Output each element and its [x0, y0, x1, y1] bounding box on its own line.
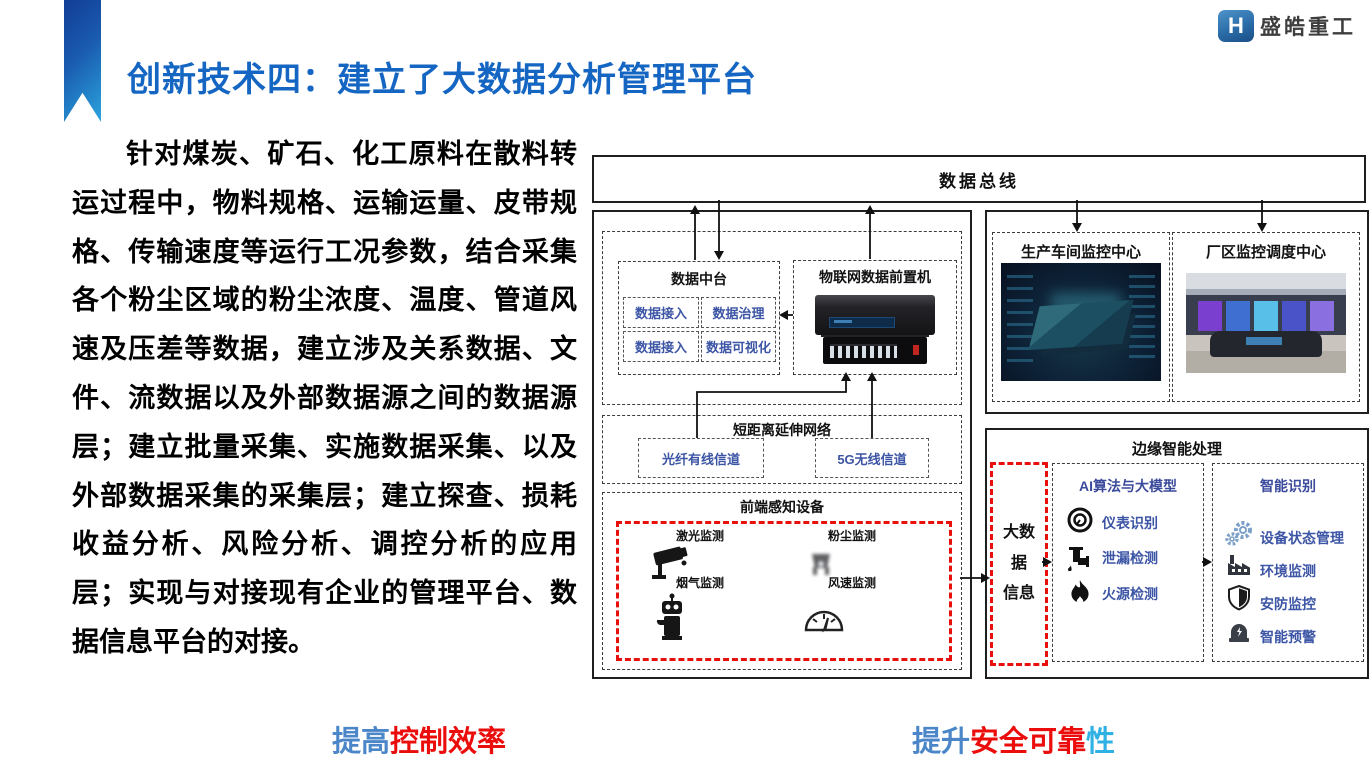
edge-processing-title: 边缘智能处理: [1131, 441, 1222, 458]
pipe-leak-icon: [1066, 543, 1092, 572]
short-range-network-title: 短距离延伸网络: [733, 422, 831, 438]
factory-icon: [1226, 552, 1252, 578]
flame-icon: [1067, 579, 1093, 609]
company-logo: H 盛皓重工: [1218, 10, 1356, 42]
sensor-label-windspeed: 风速监测: [827, 576, 876, 590]
channel-5g-wireless: 5G无线信道: [815, 438, 929, 478]
screen: [1282, 301, 1306, 331]
data-bus-label: 数据总线: [939, 171, 1019, 191]
channel-fiber-wired: 光纤有线信道: [638, 438, 764, 478]
footer-right-suffix: 性: [1086, 726, 1116, 758]
siren-icon: [1227, 617, 1251, 645]
smart-item-equipment: 设备状态管理: [1260, 530, 1344, 546]
plant-dispatch-box: 厂区监控调度中心: [1172, 232, 1360, 402]
logo-monogram-icon: H: [1218, 10, 1254, 42]
data-middle-platform-title: 数据中台: [671, 271, 727, 287]
data-middle-platform-box: 数据中台: [618, 261, 780, 375]
gears-icon: [1224, 518, 1254, 548]
iot-gateway-title: 物联网数据前置机: [819, 269, 931, 285]
footer-right-prefix: 提升: [912, 726, 971, 758]
ai-item-fire: 火源检测: [1102, 586, 1158, 602]
production-monitoring-image: [1001, 263, 1161, 381]
cell-data-governance: 数据治理: [701, 297, 776, 328]
screen: [1254, 301, 1278, 331]
sensor-label-laser: 激光监测: [675, 529, 724, 543]
server-switch-unit: [823, 337, 927, 364]
footer-caption-right: 提升安全可靠性: [912, 718, 1115, 760]
server-display-strip: [829, 317, 895, 328]
hud-panel-right: [1129, 275, 1155, 365]
sensor-label-dust: 粉尘监测: [827, 529, 876, 543]
ai-algorithm-box: AI算法与大模型: [1052, 463, 1204, 662]
corner-ribbon: [64, 0, 101, 122]
cell-data-access-2: 数据接入: [623, 331, 699, 362]
production-monitoring-box: 生产车间监控中心: [992, 232, 1170, 402]
iot-gateway-box: 物联网数据前置机: [793, 260, 957, 375]
sensor-red-zone: [616, 521, 952, 661]
control-room-screens: [1190, 301, 1342, 331]
control-room-desk: [1210, 331, 1322, 357]
logo-company-name: 盛皓重工: [1260, 16, 1356, 39]
ai-item-meter: 仪表识别: [1102, 515, 1158, 531]
plant-dispatch-image: [1186, 273, 1346, 373]
wind-gauge-icon: [800, 594, 848, 636]
big-data-info-label: 大数 据 信息: [1002, 524, 1035, 603]
footer-caption-left: 提高控制效率: [332, 718, 506, 760]
footer-right-highlight: 安全可靠: [970, 726, 1087, 758]
ai-algorithm-title: AI算法与大模型: [1079, 478, 1177, 494]
server-top-unit: [815, 295, 935, 335]
smart-item-environment: 环境监测: [1260, 563, 1316, 579]
production-monitoring-label: 生产车间监控中心: [1020, 244, 1141, 261]
cell-data-visualization: 数据可视化: [701, 331, 776, 362]
description-paragraph: 针对煤炭、矿石、化工原料在散料转运过程中，物料规格、运输运量、皮带规格、传输速度…: [72, 139, 577, 657]
frontend-sensing-title: 前端感知设备: [740, 499, 824, 515]
footer-left-prefix: 提高: [332, 726, 391, 758]
shield-icon: [1227, 584, 1251, 613]
screen: [1226, 301, 1250, 331]
big-data-info-box: 大数 据 信息: [990, 462, 1048, 666]
ai-item-leak: 泄漏检测: [1102, 550, 1158, 566]
cell-data-access-1: 数据接入: [623, 297, 699, 328]
smoke-robot-icon: [651, 592, 693, 644]
page-title: 创新技术四：建立了大数据分析管理平台: [127, 61, 757, 99]
meter-icon: [1066, 506, 1094, 534]
server-port-row: [830, 344, 897, 358]
screen: [1198, 301, 1222, 331]
hud-panel-left: [1007, 275, 1033, 365]
data-bus-box: 数据总线: [592, 155, 1366, 203]
factory-3d-blocks: [1028, 299, 1134, 351]
smart-item-alert: 智能预警: [1260, 629, 1316, 645]
sensor-label-smoke: 烟气监测: [675, 576, 724, 590]
iot-gateway-device-image: [807, 289, 943, 369]
footer-left-highlight: 控制效率: [390, 726, 507, 758]
cctv-camera-icon: [650, 541, 692, 589]
smart-item-security: 安防监控: [1260, 596, 1316, 612]
smart-recognition-title: 智能识别: [1260, 478, 1316, 494]
dust-sensor-icon: [804, 548, 838, 582]
screen: [1310, 301, 1334, 331]
plant-dispatch-label: 厂区监控调度中心: [1205, 244, 1326, 261]
server-power-button: [913, 345, 919, 355]
